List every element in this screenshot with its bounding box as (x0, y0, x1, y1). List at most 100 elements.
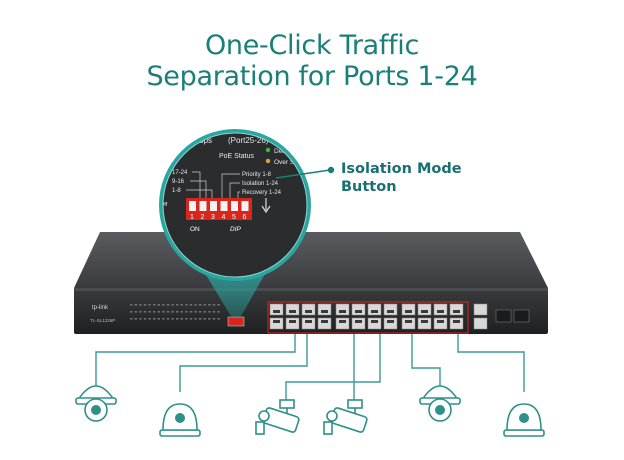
rj45-port[interactable] (367, 303, 382, 316)
port-led (130, 304, 133, 306)
port-led (194, 318, 197, 320)
port-led (199, 318, 202, 320)
port-led (185, 311, 188, 313)
rj45-port[interactable] (417, 317, 432, 330)
port-led (203, 304, 206, 306)
port-led (212, 318, 216, 320)
rj45-port[interactable] (433, 303, 448, 316)
port-led (153, 311, 156, 313)
rj45-port[interactable] (383, 303, 398, 316)
rj45-port[interactable] (449, 303, 464, 316)
rj45-port[interactable] (269, 317, 284, 330)
zoom-over: Over S (274, 159, 295, 166)
poe-led-orange (265, 158, 271, 164)
port-led (199, 311, 202, 313)
sfp-slot[interactable] (513, 309, 530, 323)
port-led (143, 318, 147, 320)
rj45-port[interactable] (335, 303, 350, 316)
rj45-ports (269, 303, 488, 330)
port-led (148, 311, 151, 313)
dip-switch-number: 6 (243, 214, 247, 221)
rj45-port-opening (321, 320, 328, 323)
port-led (217, 304, 220, 306)
port-led (217, 318, 220, 320)
dip-switch-key[interactable] (199, 201, 207, 211)
port-led (148, 318, 151, 320)
poe-led-green (265, 147, 271, 153)
brand-logo: tp-link (92, 305, 109, 311)
rj45-port-opening (371, 320, 378, 323)
uplink-port[interactable] (473, 303, 488, 316)
bullet-camera-icon (255, 399, 300, 435)
zoom-left-num: 26) (166, 149, 176, 156)
callout-label-line-2: Button (341, 179, 397, 195)
uplink-port[interactable] (473, 317, 488, 330)
switch-top-surface (74, 232, 548, 288)
rj45-port[interactable] (317, 303, 332, 316)
rj45-port-opening (289, 310, 296, 313)
dip-switch-number: 1 (190, 214, 194, 221)
port-led (157, 318, 160, 320)
rj45-port[interactable] (285, 317, 300, 330)
device-dip-switch[interactable] (227, 316, 245, 327)
bullet-camera-icon (323, 399, 368, 435)
port-led (171, 318, 174, 320)
dip-switch-key[interactable] (210, 201, 217, 211)
dip-switch-key[interactable] (241, 201, 249, 211)
port-led (157, 304, 160, 306)
port-led (171, 304, 174, 306)
rj45-port[interactable] (351, 303, 366, 316)
rj45-port[interactable] (401, 303, 416, 316)
zoom-isolation: Isolation 1-24 (242, 181, 279, 187)
zoom-dip-label: DIP (230, 226, 242, 233)
rj45-port-opening (305, 310, 312, 313)
zoom-deliver: Deliv (274, 148, 289, 155)
port-led (153, 318, 156, 320)
rj45-port[interactable] (301, 303, 316, 316)
rj45-port[interactable] (401, 317, 416, 330)
rj45-port[interactable] (433, 317, 448, 330)
zoom-group-17-24: 17-24 (172, 170, 188, 176)
rj45-port[interactable] (317, 317, 332, 330)
port-led (139, 318, 142, 320)
rj45-port[interactable] (367, 317, 382, 330)
port-led (153, 304, 156, 306)
rj45-port[interactable] (301, 317, 316, 330)
rj45-port[interactable] (269, 303, 284, 316)
dip-switch-number: 4 (222, 214, 226, 221)
dome-camera-icon (503, 403, 545, 437)
port-led (180, 304, 183, 306)
port-led (194, 311, 197, 313)
headline-line-1: One-Click Traffic (204, 30, 420, 61)
rj45-port[interactable] (417, 303, 432, 316)
port-led (189, 304, 193, 306)
port-led (176, 318, 179, 320)
camera-row (75, 385, 545, 437)
rj45-port-opening (437, 310, 444, 313)
model-label: TL-SL1226P (90, 318, 115, 323)
rj45-port[interactable] (351, 317, 366, 330)
callout-line (275, 169, 331, 179)
dip-switch-key[interactable] (231, 201, 238, 211)
rj45-port-opening (339, 310, 346, 313)
rj45-port[interactable] (285, 303, 300, 316)
sfp-slot[interactable] (495, 309, 512, 323)
port-led (130, 311, 133, 313)
rj45-port[interactable] (335, 317, 350, 330)
port-led (185, 318, 188, 320)
rj45-port[interactable] (383, 317, 398, 330)
led-panel (130, 304, 220, 320)
isolation-mode-button-label: Isolation Mode Button (341, 160, 462, 196)
port-led (212, 304, 216, 306)
dip-switch-key[interactable] (220, 201, 228, 211)
port-led (189, 311, 193, 313)
dome-camera-icon (75, 385, 117, 422)
rj45-port-opening (355, 320, 362, 323)
port-led (185, 304, 188, 306)
rj45-port-opening (321, 310, 328, 313)
rj45-port[interactable] (449, 317, 464, 330)
dip-switch-key[interactable] (189, 201, 196, 211)
port-led (139, 304, 142, 306)
rj45-port-opening (273, 320, 280, 323)
port-led (176, 304, 179, 306)
